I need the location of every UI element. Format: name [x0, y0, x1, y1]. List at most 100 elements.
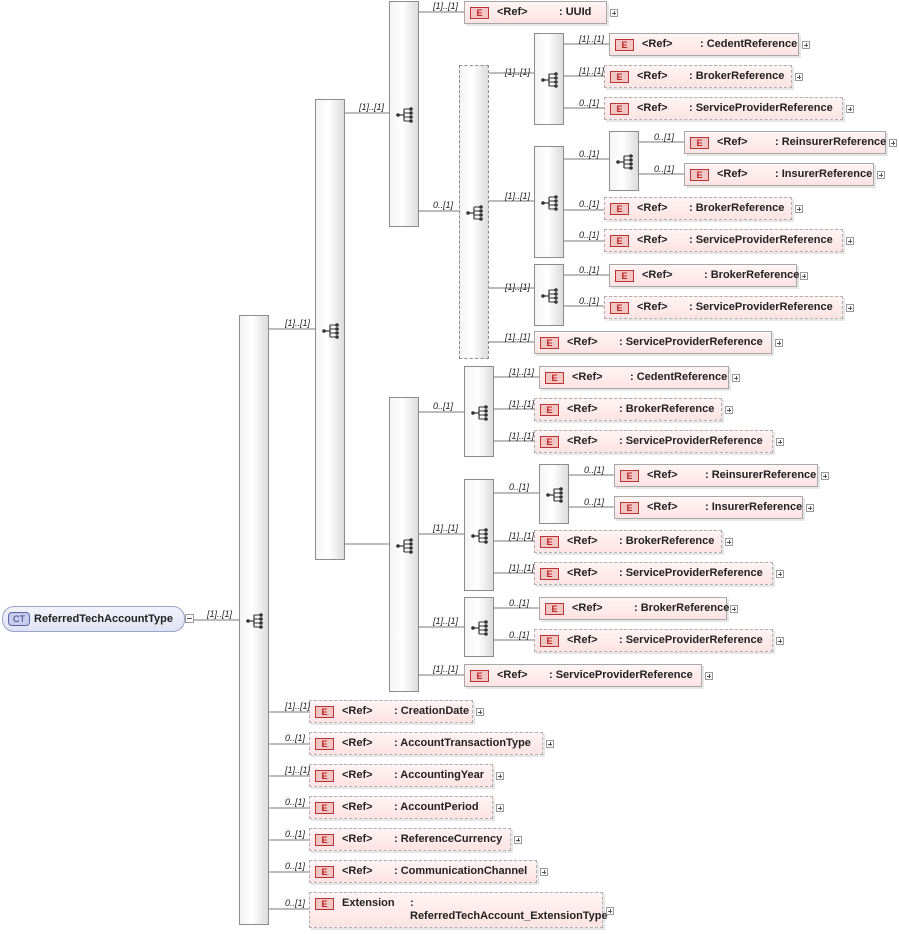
cardinality-label: [1]..[1]	[579, 34, 605, 44]
element-icon: E	[545, 603, 564, 615]
element-node[interactable]: E<Ref>: AccountingYear	[309, 764, 493, 787]
element-node[interactable]: E<Ref>: CommunicationChannel	[309, 860, 537, 883]
expand-icon[interactable]	[846, 237, 854, 245]
expand-icon[interactable]	[795, 73, 803, 81]
expand-icon[interactable]	[496, 772, 504, 780]
element-icon: E	[315, 834, 334, 846]
sequence-compositor[interactable]	[459, 65, 489, 359]
element-node[interactable]: E<Ref>: ServiceProviderReference	[604, 296, 843, 319]
expand-icon[interactable]	[775, 339, 783, 347]
expand-icon[interactable]	[846, 105, 854, 113]
expand-icon[interactable]	[725, 406, 733, 414]
element-icon: E	[610, 103, 629, 115]
sequence-compositor[interactable]	[609, 131, 639, 191]
cardinality-label: 0..[1]	[509, 598, 530, 608]
element-node[interactable]: E<Ref>: ReinsurerReference	[614, 464, 818, 487]
expand-icon[interactable]	[776, 637, 784, 645]
element-node[interactable]: E<Ref>: BrokerReference	[604, 65, 792, 88]
cardinality-label: [1]..[1]	[505, 67, 531, 77]
element-ref-label: <Ref>	[567, 535, 598, 547]
element-node[interactable]: E<Ref>: CedentReference	[609, 33, 799, 56]
sequence-compositor[interactable]	[534, 264, 564, 326]
expand-icon[interactable]	[800, 272, 808, 280]
sequence-compositor[interactable]	[389, 1, 419, 227]
element-type-name: : ReinsurerReference	[775, 136, 887, 148]
cardinality-label: [1]..[1]	[505, 332, 531, 342]
sequence-icon	[616, 154, 633, 170]
sequence-compositor[interactable]	[539, 464, 569, 524]
element-node[interactable]: E<Ref>: AccountPeriod	[309, 796, 493, 819]
complex-type-icon: CT	[8, 612, 30, 626]
sequence-compositor[interactable]	[464, 597, 494, 657]
element-type-name: : CreationDate	[394, 705, 470, 717]
expand-icon[interactable]	[795, 205, 803, 213]
element-node[interactable]: E<Ref>: BrokerReference	[534, 530, 722, 553]
element-node[interactable]: E<Ref>: ServiceProviderReference	[534, 430, 773, 453]
expand-icon[interactable]	[546, 740, 554, 748]
expand-icon[interactable]	[540, 868, 548, 876]
expand-icon[interactable]	[496, 804, 504, 812]
expand-icon[interactable]	[776, 570, 784, 578]
cardinality-label: [1]..[1]	[505, 191, 531, 201]
element-ref-label: <Ref>	[637, 102, 668, 114]
cardinality-label: 0..[1]	[579, 296, 600, 306]
element-ref-label: <Ref>	[567, 567, 598, 579]
expand-icon[interactable]	[725, 538, 733, 546]
expand-icon[interactable]	[514, 836, 522, 844]
sequence-compositor[interactable]	[534, 146, 564, 258]
element-node[interactable]: E<Ref>: InsurerReference	[614, 496, 803, 519]
cardinality-label: [1]..[1]	[285, 318, 311, 328]
sequence-compositor[interactable]	[464, 366, 494, 457]
cardinality-label: [1]..[1]	[509, 431, 535, 441]
element-type-name: : AccountPeriod	[394, 801, 479, 813]
cardinality-label: 0..[1]	[285, 898, 306, 908]
sequence-compositor[interactable]	[464, 479, 494, 591]
element-icon: E	[615, 270, 634, 282]
element-node[interactable]: E<Ref>: ServiceProviderReference	[464, 664, 702, 687]
collapse-icon[interactable]	[185, 614, 194, 623]
expand-icon[interactable]	[846, 304, 854, 312]
element-node[interactable]: E<Ref>: ServiceProviderReference	[534, 331, 772, 354]
element-node[interactable]: E<Ref>: InsurerReference	[684, 163, 874, 186]
cardinality-label: 0..[1]	[285, 733, 306, 743]
element-node[interactable]: E<Ref>: ReferenceCurrency	[309, 828, 511, 851]
complex-type-node[interactable]: CT ReferredTechAccountType	[2, 606, 185, 632]
expand-icon[interactable]	[776, 438, 784, 446]
element-node[interactable]: E<Ref>: BrokerReference	[539, 597, 729, 620]
element-node[interactable]: E<Ref>: UUId	[464, 1, 607, 24]
expand-icon[interactable]	[821, 472, 829, 480]
expand-icon[interactable]	[877, 171, 885, 179]
element-node[interactable]: E<Ref>: ServiceProviderReference	[534, 629, 773, 652]
expand-icon[interactable]	[806, 504, 814, 512]
sequence-icon	[471, 620, 488, 636]
element-node[interactable]: E<Ref>: BrokerReference	[604, 197, 792, 220]
sequence-compositor[interactable]	[239, 315, 269, 925]
expand-icon[interactable]	[476, 708, 484, 716]
expand-icon[interactable]	[705, 672, 713, 680]
sequence-compositor[interactable]	[534, 33, 564, 125]
element-node[interactable]: E<Ref>: AccountTransactionType	[309, 732, 543, 755]
expand-icon[interactable]	[802, 41, 810, 49]
cardinality-label: 0..[1]	[584, 465, 605, 475]
element-node[interactable]: E<Ref>: ServiceProviderReference	[604, 229, 843, 252]
cardinality-label: 0..[1]	[579, 149, 600, 159]
element-node[interactable]: E<Ref>: ServiceProviderReference	[604, 97, 843, 120]
expand-icon[interactable]	[889, 139, 897, 147]
sequence-compositor[interactable]	[389, 397, 419, 692]
element-icon: E	[615, 39, 634, 51]
expand-icon[interactable]	[730, 605, 738, 613]
element-node[interactable]: E<Ref>: ServiceProviderReference	[534, 562, 773, 585]
expand-icon[interactable]	[610, 9, 618, 17]
element-node[interactable]: E<Ref>: BrokerReference	[534, 398, 722, 421]
expand-icon[interactable]	[732, 374, 740, 382]
element-node[interactable]: E<Ref>: BrokerReference	[609, 264, 799, 287]
expand-icon[interactable]	[606, 907, 614, 915]
element-node[interactable]: E<Ref>: CreationDate	[309, 700, 473, 723]
element-ref-label: <Ref>	[342, 705, 373, 717]
element-node[interactable]: E<Ref>: ReinsurerReference	[684, 131, 886, 154]
element-node[interactable]: E<Ref>: CedentReference	[539, 366, 729, 389]
sequence-compositor[interactable]	[315, 99, 345, 560]
element-icon: E	[610, 203, 629, 215]
